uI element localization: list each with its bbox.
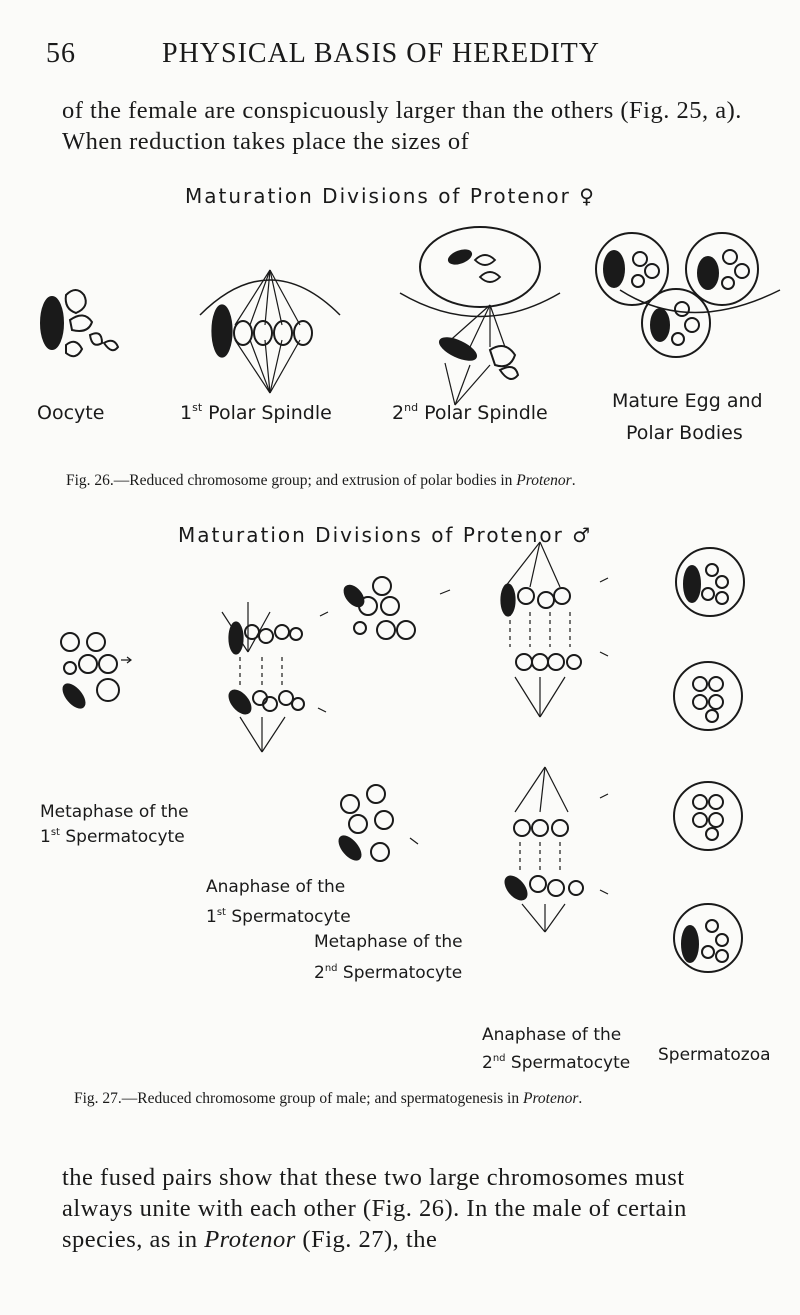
anaphase-1st-chromosomes <box>221 602 329 753</box>
label-metaphase-1st-line1: Metaphase of the <box>40 802 189 822</box>
label-oocyte: Oocyte <box>37 402 104 424</box>
metaphase-1st-chromosomes <box>60 632 132 709</box>
label-mature-egg-line2: Polar Bodies <box>626 422 743 444</box>
paragraph-bottom: the fused pairs show that these two larg… <box>62 1164 687 1253</box>
running-title: PHYSICAL BASIS OF HEREDITY <box>162 38 601 69</box>
second-polar-spindle <box>399 226 561 406</box>
figure-27-caption: Fig. 27.—Reduced chromosome group of mal… <box>74 1090 583 1107</box>
anaphase-2nd-chromosomes <box>500 541 609 933</box>
label-spermatozoa: Spermatozoa <box>658 1045 771 1065</box>
running-head: 56 PHYSICAL BASIS OF HEREDITY <box>46 38 754 78</box>
label-second-polar-spindle: 2nd Polar Spindle <box>392 401 548 424</box>
spermatozoa-heads <box>673 547 745 973</box>
metaphase-2nd-chromosomes <box>338 576 451 862</box>
label-first-polar-spindle: 1st Polar Spindle <box>180 401 332 424</box>
label-metaphase-2nd-line2: 2nd Spermatocyte <box>314 963 462 983</box>
oocyte-chromosomes <box>40 289 120 358</box>
figure-26: Maturation Divisions of Protenor ♀ <box>0 175 800 460</box>
figure-27-heading: Maturation Divisions of Protenor ♂ <box>178 523 592 547</box>
figure-27: Maturation Divisions of Protenor ♂ <box>0 512 800 1082</box>
label-metaphase-1st-line2: 1st Spermatocyte <box>40 827 185 847</box>
species-name: Protenor <box>204 1226 296 1253</box>
label-anaphase-2nd-line2: 2nd Spermatocyte <box>482 1053 630 1073</box>
label-mature-egg-line1: Mature Egg and <box>612 390 763 412</box>
label-metaphase-2nd-line1: Metaphase of the <box>314 932 463 952</box>
first-polar-spindle <box>199 269 341 394</box>
mature-egg-polar-bodies <box>595 232 781 358</box>
figure-26-heading: Maturation Divisions of Protenor ♀ <box>185 184 596 208</box>
figure-26-drawing: Maturation Divisions of Protenor ♀ <box>37 184 781 444</box>
page-number: 56 <box>46 38 76 69</box>
paragraph-top: of the female are conspicuously larger t… <box>62 97 742 155</box>
label-anaphase-1st-line2: 1st Spermatocyte <box>206 907 351 927</box>
figure-27-drawing: Maturation Divisions of Protenor ♂ <box>40 523 771 1073</box>
figure-26-caption: Fig. 26.—Reduced chromosome group; and e… <box>66 472 576 489</box>
label-anaphase-1st-line1: Anaphase of the <box>206 877 345 897</box>
label-anaphase-2nd-line1: Anaphase of the <box>482 1025 621 1045</box>
